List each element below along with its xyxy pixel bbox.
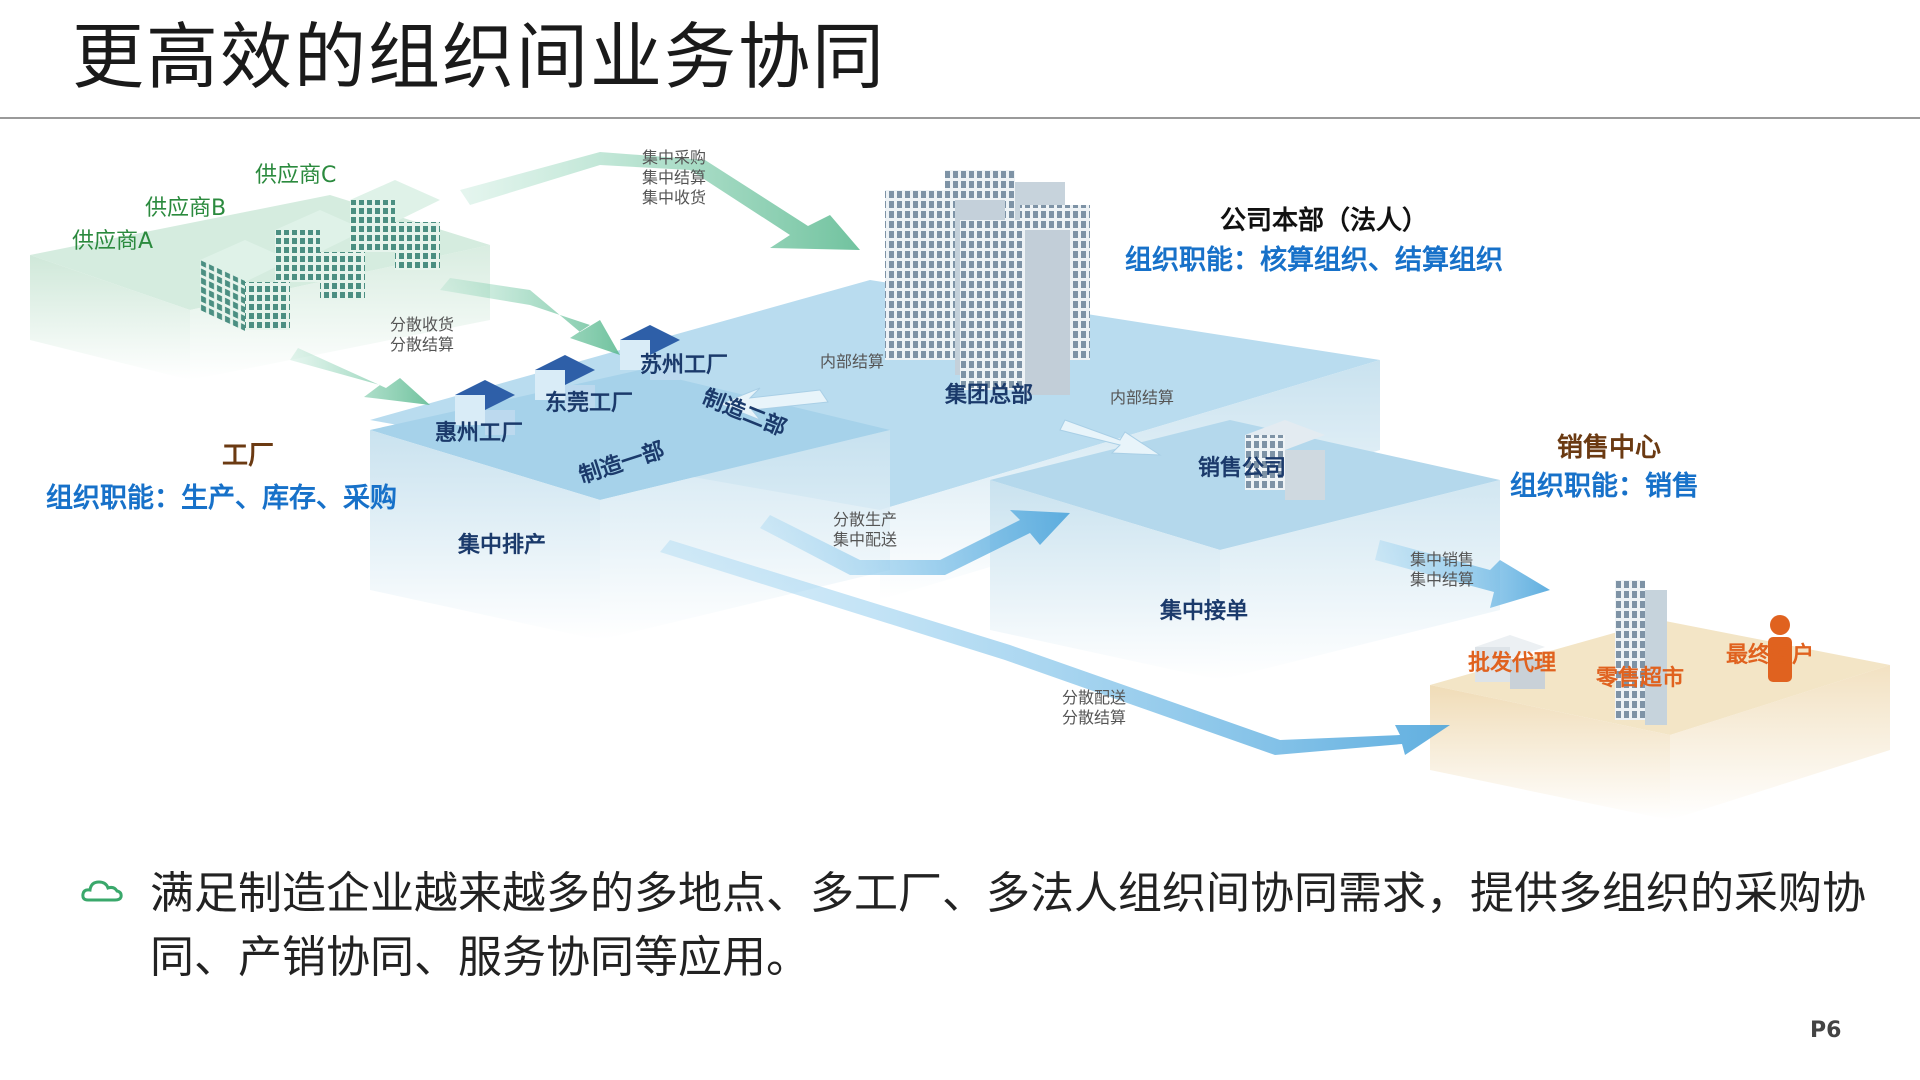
supplier-b-label: 供应商B [145, 196, 227, 221]
page-number: P6 [1810, 1018, 1842, 1043]
central-purchase-arrow [460, 152, 860, 250]
central-scheduling-label: 集中排产 [458, 533, 547, 558]
factory-function: 组织职能：生产、库存、采购 [46, 483, 397, 514]
factory-heading: 工厂 [222, 441, 275, 471]
end-customer-label: 最终客户 [1726, 643, 1815, 668]
supplier-a-label: 供应商A [72, 229, 154, 254]
sales-company-label: 销售公司 [1198, 456, 1287, 481]
internal-settlement-note-2: 内部结算 [1110, 388, 1175, 407]
customer-buildings [1475, 580, 1792, 725]
sales-company-building [1245, 420, 1325, 500]
internal-settlement-arrow-1 [718, 387, 829, 422]
retail-tower [1615, 580, 1667, 725]
scattered-receiving-note: 分散收货 分散结算 [390, 315, 455, 354]
dongguan-factory-building [535, 355, 595, 410]
scattered-receiving-arrow-2 [290, 348, 430, 405]
huizhou-factory-label: 惠州工厂 [435, 421, 524, 446]
supplier-b-building [275, 210, 365, 300]
scattered-production-arrow [760, 510, 1070, 575]
wholesale-label: 批发代理 [1468, 651, 1557, 676]
cloud-icon [81, 880, 123, 902]
internal-settlement-arrow-2 [1059, 419, 1162, 456]
hq-heading: 公司本部（法人） [1220, 206, 1429, 236]
factory-buildings [455, 325, 680, 435]
hq-function: 组织职能：核算组织、结算组织 [1125, 245, 1503, 276]
scattered-delivery-note: 分散配送 分散结算 [1062, 688, 1127, 727]
dongguan-factory-label: 东莞工厂 [545, 391, 634, 416]
suzhou-factory-building [620, 325, 680, 380]
flow-arrows [290, 152, 1550, 755]
supplier-c-label: 供应商C [255, 163, 337, 188]
supplier-c-building [350, 180, 440, 270]
sales-center-heading: 销售中心 [1557, 433, 1662, 463]
central-sales-arrow [1375, 540, 1550, 608]
scattered-production-note: 分散生产 集中配送 [833, 510, 898, 549]
page-title: 更高效的组织间业务协同 [72, 15, 887, 99]
suzhou-factory-label: 苏州工厂 [640, 353, 729, 378]
title-divider [0, 117, 1920, 119]
group-hq-towers [885, 170, 1090, 395]
supplier-a-building [200, 240, 290, 331]
wholesale-building [1475, 635, 1545, 689]
central-purchase-note: 集中采购 集中结算 集中收货 [642, 148, 707, 207]
summary-text: 满足制造企业越来越多的多地点、多工厂、多法人组织间协同需求，提供多组织的采购协同… [150, 868, 1866, 983]
retail-label: 零售超市 [1596, 666, 1685, 691]
end-customer-figure [1768, 615, 1792, 682]
org-collaboration-diagram: 供应商A 供应商B 供应商C 惠州工厂 东莞工厂 苏州工厂 制造一部 制造二部 … [0, 120, 1920, 860]
huizhou-factory-building [455, 380, 515, 435]
central-sales-note: 集中销售 集中结算 [1410, 550, 1475, 589]
group-hq-label: 集团总部 [945, 383, 1034, 408]
internal-settlement-note-1: 内部结算 [820, 352, 885, 371]
sales-center-function: 组织职能：销售 [1510, 471, 1699, 502]
scattered-receiving-arrow-1 [440, 278, 620, 355]
diagram-graphics [30, 152, 1890, 820]
central-orders-label: 集中接单 [1160, 599, 1249, 624]
scattered-delivery-arrow [660, 540, 1450, 755]
supplier-buildings [200, 180, 440, 331]
